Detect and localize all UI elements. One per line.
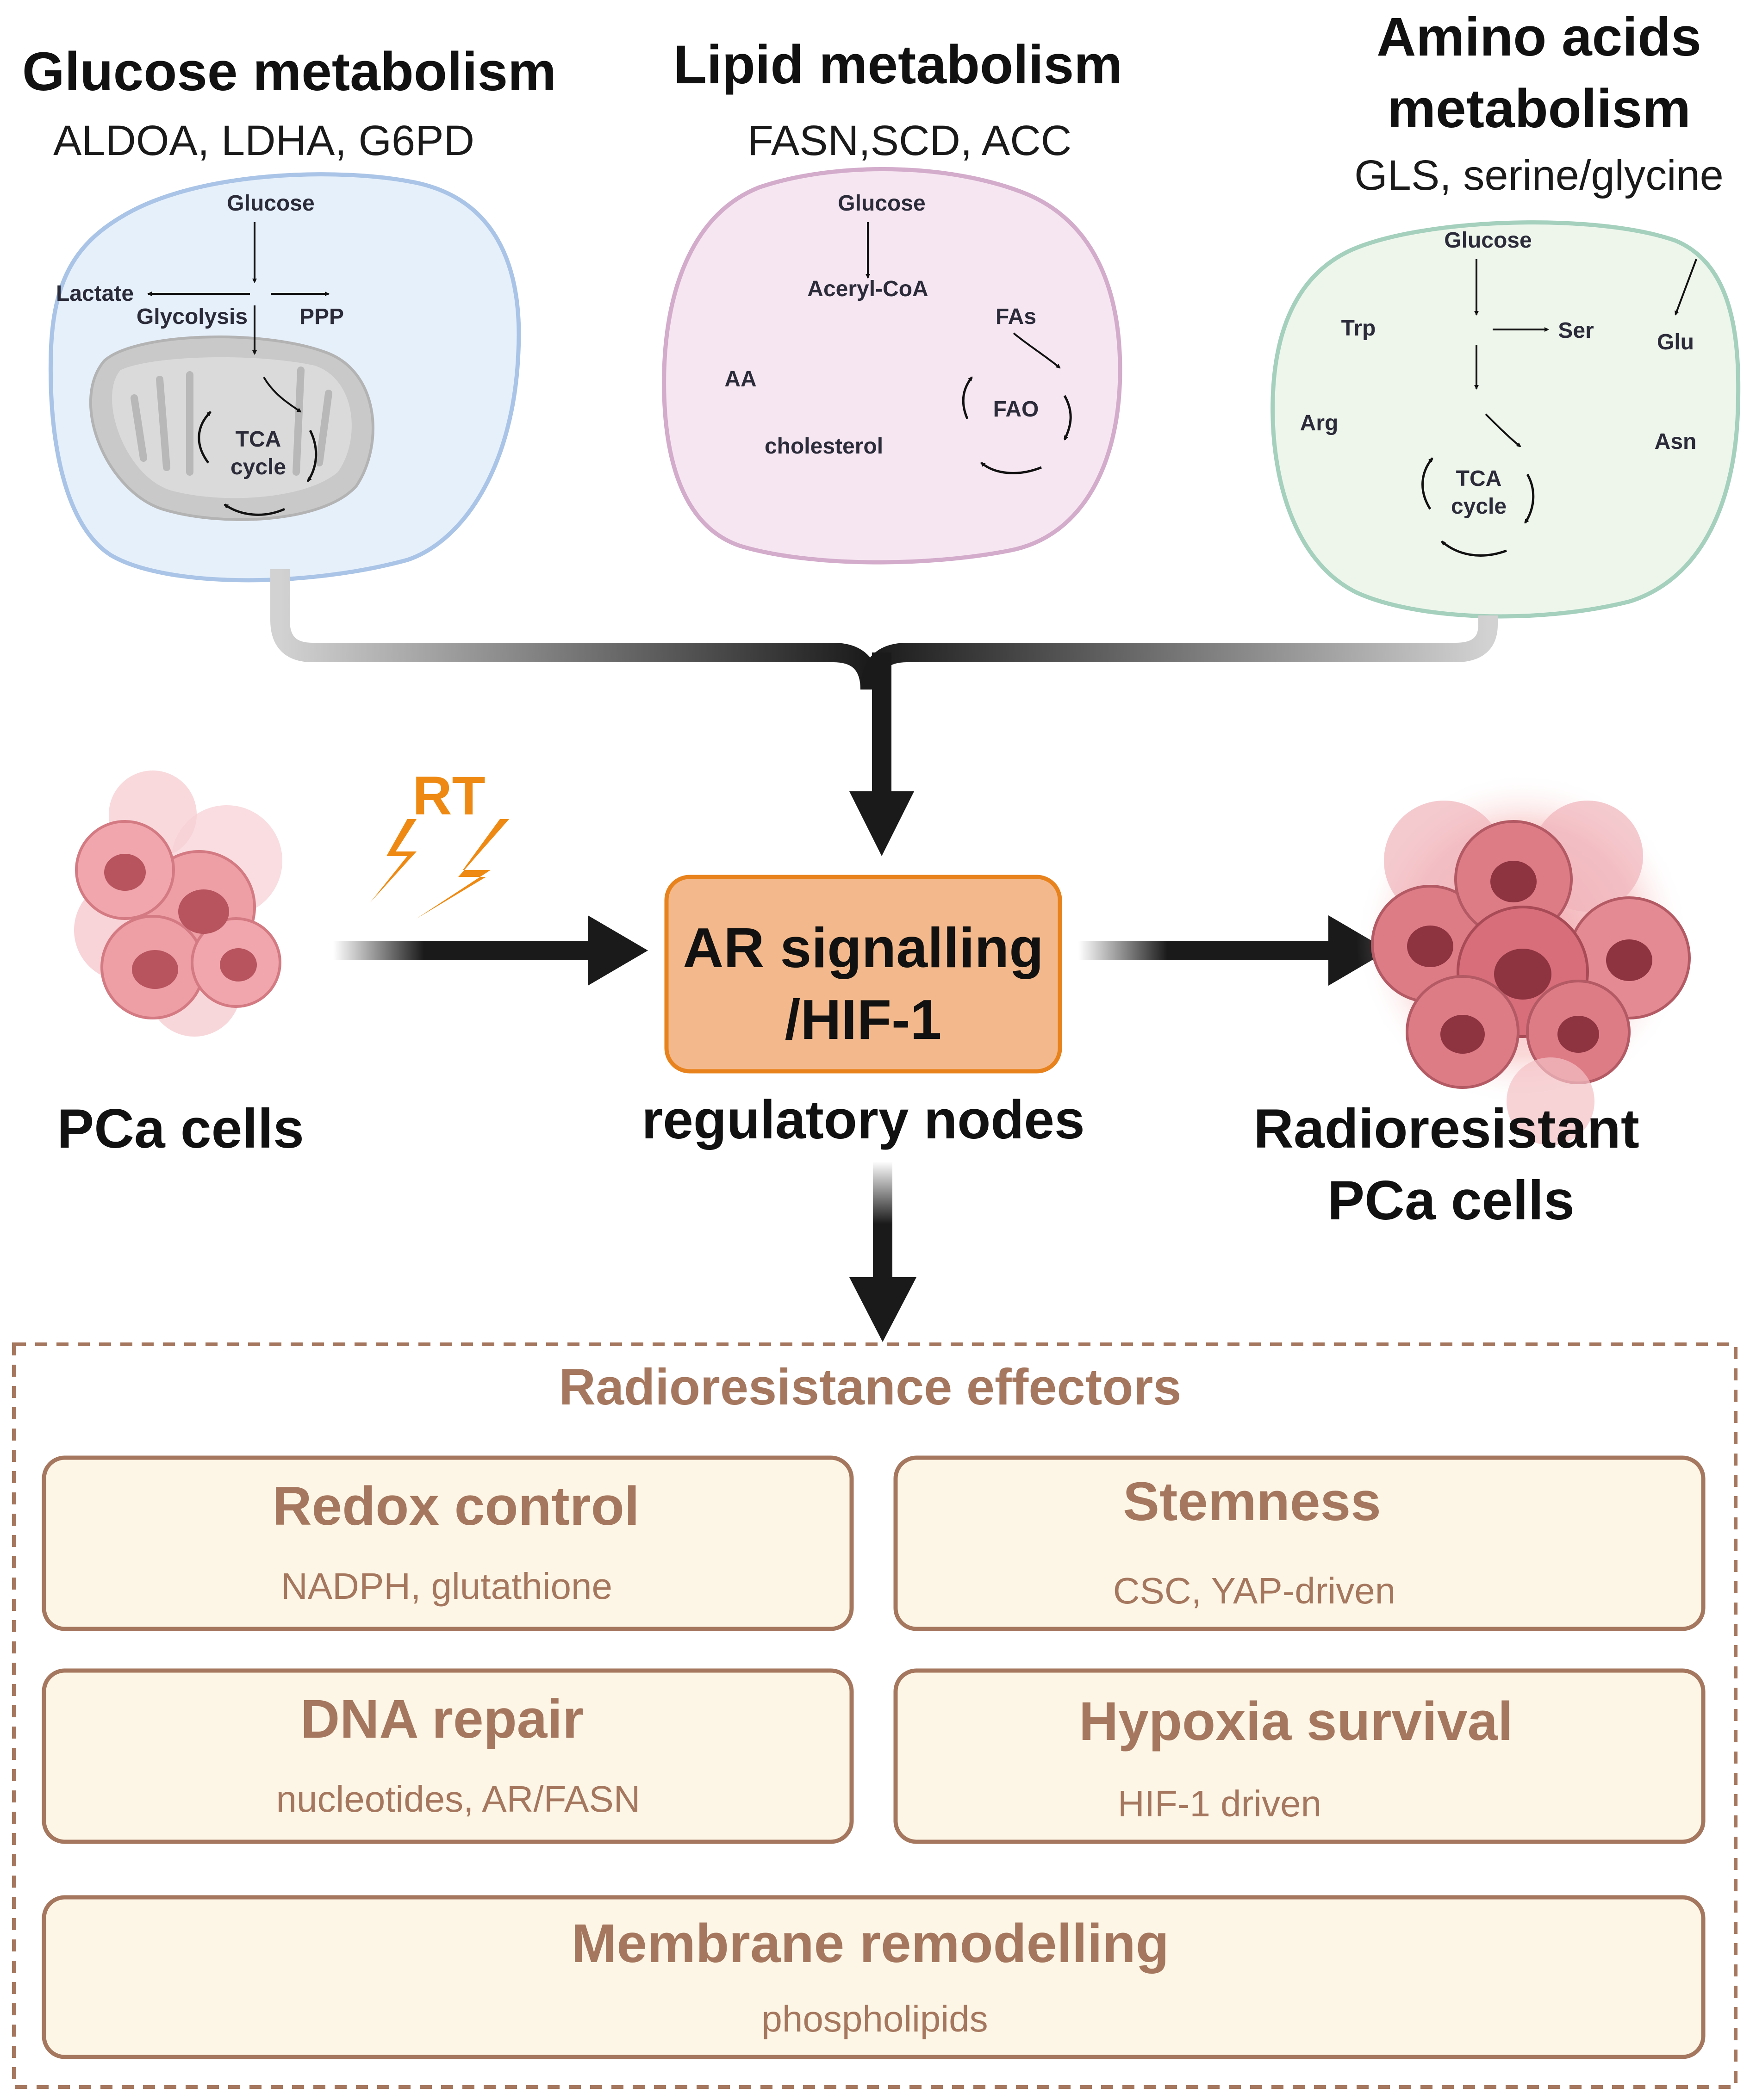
effector-detail: CSC, YAP-driven [1113,1570,1396,1611]
resistant-label-line2: PCa cells [1327,1169,1575,1231]
amino-cycle-label: cycle [1451,494,1507,519]
lipid-cell-aa-label: AA [724,367,756,391]
effector-box-redox: Redox control NADPH, glutathione [42,1455,854,1631]
amino-cell-arg-label: Arg [1300,411,1339,435]
converging-connector [270,569,1498,856]
amino-cell-trp-label: Trp [1341,316,1376,341]
resistant-label-line1: Radioresistant [1253,1098,1639,1160]
effector-name: DNA repair [300,1689,584,1750]
effector-name: Membrane remodelling [571,1913,1169,1974]
glucose-tca-cycle [198,377,318,516]
amino-title-line1: Amino acids [1376,6,1701,68]
rt-label: RT [412,765,485,826]
glucose-title: Glucose metabolism [22,41,556,102]
node-label-line2: /HIF-1 [785,988,942,1051]
amino-genes: GLS, serine/glycine [1354,152,1724,199]
effector-detail: nucleotides, AR/FASN [276,1778,640,1820]
effector-name: Stemness [1123,1471,1381,1532]
glucose-cell-glycolysis-label: Glycolysis [137,304,248,329]
effector-detail: phospholipids [761,1998,988,2039]
pca-cells-illustration [74,770,282,1037]
effector-detail: NADPH, glutathione [281,1566,612,1607]
effector-box-dna-repair: DNA repair nucleotides, AR/FASN [42,1668,854,1844]
lipid-cell-fao-label: FAO [993,397,1039,422]
radioresistant-cells-illustration [1356,773,1691,1145]
amino-tca-cycle [1421,413,1535,557]
effector-detail: HIF-1 driven [1118,1783,1321,1824]
lipid-cell: Glucose Aceryl-CoA FAs AA FAO cholestero… [662,167,1122,565]
amino-cell-glucose-label: Glucose [1444,228,1532,253]
arrow-pca-to-node [333,915,648,986]
lipid-cell-fas-label: FAs [996,304,1036,329]
effector-box-stemness: Stemness CSC, YAP-driven [893,1455,1706,1631]
node-label-line1: AR signalling [683,916,1043,979]
lipid-cell-acetyl-label: Aceryl-CoA [807,277,928,301]
lipid-genes: FASN,SCD, ACC [747,117,1071,164]
glucose-tca-label: TCA [236,427,281,452]
amino-cell: Glucose Trp Ser Glu Arg Asn TCA cycle [1270,220,1741,619]
glucose-cycle-label: cycle [230,455,286,479]
glucose-cell-glucose-label: Glucose [227,191,314,216]
effector-box-hypoxia: Hypoxia survival HIF-1 driven [893,1668,1706,1844]
glucose-cell-lactate-label: Lactate [56,281,134,306]
effector-name: Hypoxia survival [1079,1691,1513,1752]
effector-name: Redox control [272,1476,639,1537]
arrow-node-to-effectors [849,1162,916,1342]
lipid-cell-cholesterol-label: cholesterol [765,434,883,459]
glucose-cell: Glucose Lactate Glycolysis PPP TCA cycle [48,172,521,583]
amino-cell-ser-label: Ser [1558,318,1594,343]
amino-cell-glu-label: Glu [1657,330,1694,354]
lipid-title: Lipid metabolism [673,34,1122,95]
lipid-cell-glucose-label: Glucose [838,191,925,216]
amino-tca-label: TCA [1456,466,1502,491]
node-caption: regulatory nodes [641,1089,1084,1150]
ar-hif-node[interactable]: AR signalling /HIF-1 [664,875,1062,1074]
effector-box-membrane: Membrane remodelling phospholipids [42,1895,1706,2059]
arrow-node-to-resistant [1078,915,1389,986]
lightning-icon-2 [417,819,509,919]
effectors-panel: Radioresistance effectors Redox control … [12,1342,1738,2089]
amino-cell-asn-label: Asn [1655,429,1697,454]
effectors-title: Radioresistance effectors [559,1359,1182,1416]
pca-cells-label: PCa cells [57,1098,304,1160]
glucose-genes: ALDOA, LDHA, G6PD [53,117,474,164]
down-arrowhead-to-node [849,791,914,856]
amino-title-line2: metabolism [1387,78,1691,139]
lightning-icon-1 [370,819,417,902]
glucose-cell-ppp-label: PPP [299,304,344,329]
mitochondrion-icon [89,335,374,521]
fao-cycle [962,332,1072,474]
